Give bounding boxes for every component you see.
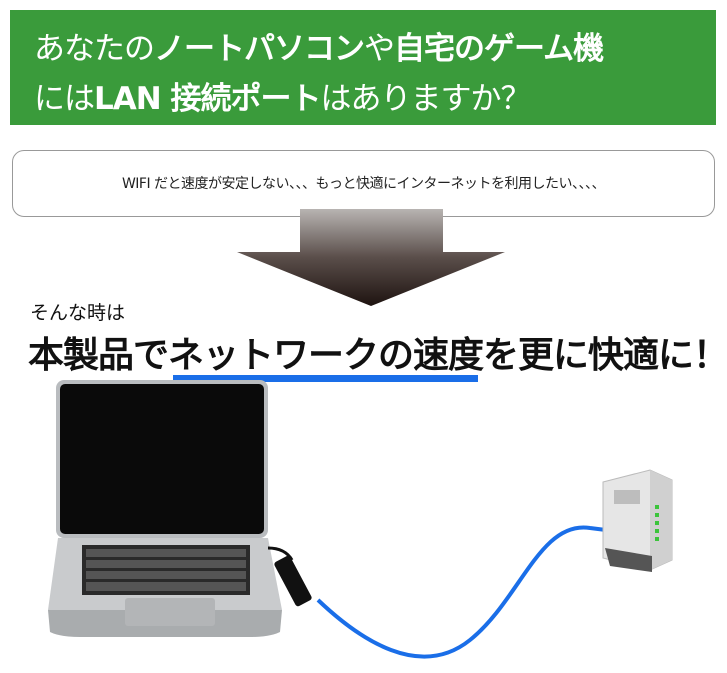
title-segment: はありますか？	[320, 81, 531, 117]
title-segment: には	[34, 81, 95, 117]
title-banner: あなたのノートパソコンや自宅のゲーム機 にはLAN 接続ポートはありますか？	[10, 10, 716, 125]
title-segment: 自宅のゲーム機	[394, 31, 604, 67]
title-segment: LAN 接続ポート	[94, 81, 321, 117]
down-arrow-icon	[237, 209, 505, 306]
problem-text: WIFI だと速度が安定しない、、、もっと快適にインターネットを利用したい、、、…	[121, 176, 606, 192]
title-segment: や	[364, 31, 395, 67]
title-segment: ノートパソコン	[154, 31, 365, 67]
router-icon	[602, 469, 673, 572]
headline: 本製品でネットワークの速度を更に快適に！	[28, 335, 727, 376]
lead-text: そんな時は	[30, 302, 126, 324]
lan-adapter-icon	[274, 555, 312, 607]
lan-cable	[316, 525, 607, 659]
title-segment: あなたの	[34, 31, 155, 67]
title-line-1: あなたのノートパソコンや自宅のゲーム機	[34, 24, 716, 74]
headline-underline	[173, 375, 478, 382]
problem-bubble: WIFI だと速度が安定しない、、、もっと快適にインターネットを利用したい、、、…	[12, 150, 715, 217]
title-line-2: にはLAN 接続ポートはありますか？	[34, 74, 716, 124]
laptop-icon	[48, 380, 282, 637]
